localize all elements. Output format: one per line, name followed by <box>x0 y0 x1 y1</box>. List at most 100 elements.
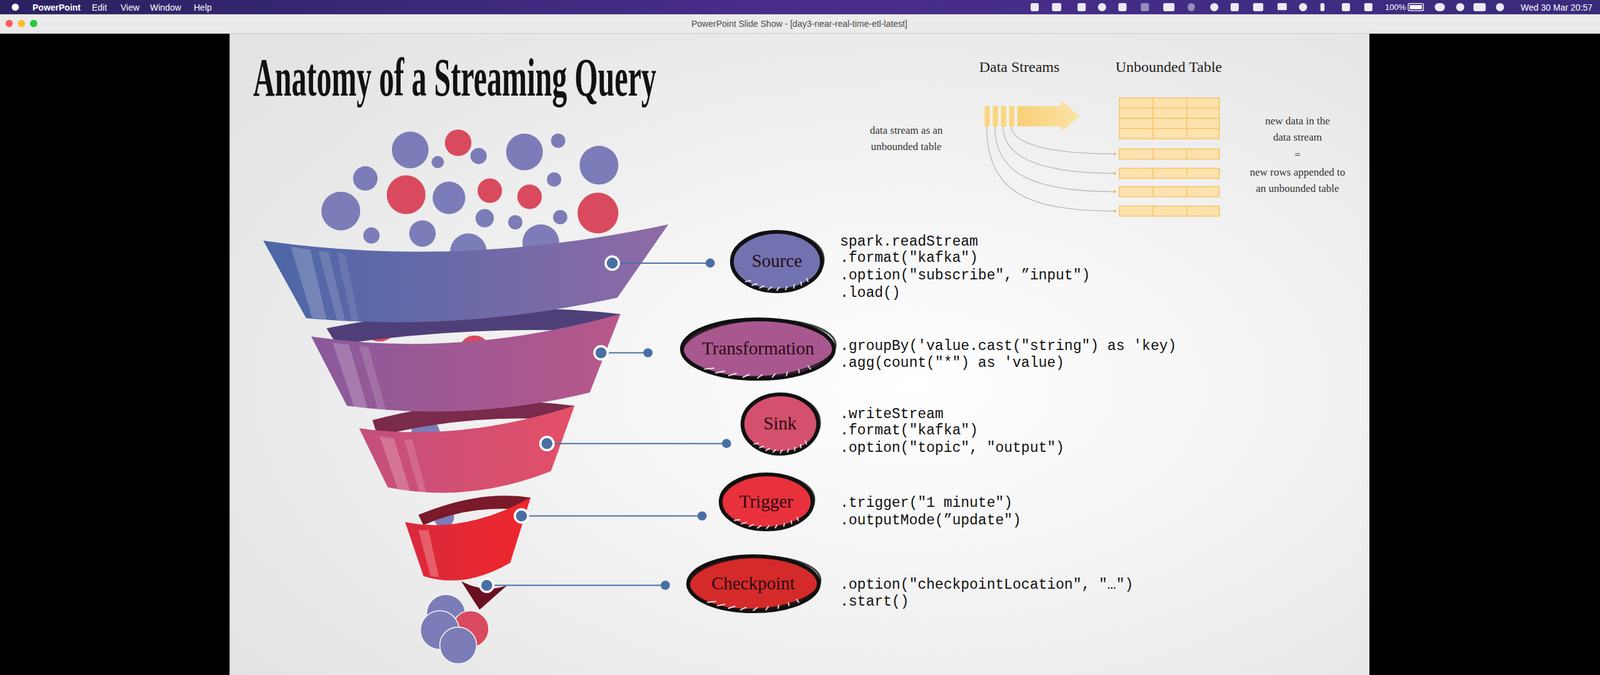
status-icons-part <box>1435 3 1445 12</box>
blob-label: Sink <box>739 391 822 457</box>
node-text: Trigger <box>739 491 794 512</box>
code-line: spark.readStream <box>840 233 979 250</box>
blob-scratch <box>753 442 759 444</box>
blob-scratch <box>767 286 772 290</box>
leader-dots-part <box>660 580 670 590</box>
blob-scratch <box>796 598 799 603</box>
status-icons-part <box>1253 3 1264 12</box>
unbounded-table-graphic-part <box>1186 148 1187 159</box>
unbounded-table-graphic-part <box>1119 186 1220 197</box>
blob-scratch <box>758 445 764 448</box>
status-icons-part <box>1163 3 1175 12</box>
blob-label: Source <box>728 228 825 295</box>
section-heading: Data Streams <box>979 58 1060 77</box>
bubbles-part <box>475 208 494 227</box>
status-icons-part <box>1140 3 1149 12</box>
status-icons-part <box>1364 3 1373 12</box>
code-line: .trigger("1 minute") <box>840 495 1013 512</box>
unbounded-table-graphic-part <box>1186 186 1187 197</box>
bubbles-part <box>551 133 566 149</box>
blob-scratch <box>772 373 776 377</box>
note-text: unbounded table <box>871 140 942 154</box>
node-text: Sink <box>763 413 797 434</box>
title-bar-bg <box>0 14 1600 34</box>
slide-title: Anatomy of a Streaming Query <box>253 50 657 105</box>
data-stream-graphic-part <box>993 106 999 127</box>
menu-item: View <box>120 2 140 13</box>
code-line: .format("kafka") <box>840 422 979 439</box>
leader-lines-part <box>486 584 666 586</box>
band-highlight <box>404 439 427 494</box>
menu-item: Help <box>193 2 212 13</box>
data-stream-graphic-part-part <box>995 126 1117 192</box>
blob-scratch <box>772 449 777 453</box>
menu-item: Window <box>150 2 182 13</box>
node-text: Checkpoint <box>711 573 795 594</box>
minimize-button <box>17 20 25 28</box>
leader-dots-part <box>697 511 707 521</box>
blob-scratch <box>776 286 780 291</box>
menu-item: PowerPoint <box>32 2 81 13</box>
data-stream-graphic-part-part <box>1011 126 1117 154</box>
status-icons-part <box>1098 3 1107 12</box>
blob-scratch <box>740 522 747 525</box>
data-stream-graphic <box>985 101 1117 212</box>
unbounded-table-graphic-part <box>1119 168 1220 179</box>
leader-rings-part <box>594 346 608 360</box>
blob-brush <box>686 553 822 613</box>
note-text: new rows appended to <box>1250 166 1346 179</box>
blob-scratch <box>779 449 782 454</box>
bubbles-part <box>391 131 429 169</box>
unbounded-table-graphic-part <box>1119 148 1220 159</box>
blob-scratch <box>798 368 800 374</box>
blob-scratch <box>785 285 787 290</box>
unbounded-table-graphic-part <box>1186 98 1187 139</box>
band-highlight <box>359 345 386 410</box>
battery-icon-part <box>1410 5 1423 10</box>
note-text: an unbounded table <box>1255 182 1339 195</box>
bubbles-part <box>386 175 426 215</box>
leader-rings <box>480 256 619 592</box>
close-button <box>5 20 14 28</box>
blob-scratch <box>728 373 738 376</box>
note-text: new data in the <box>1265 115 1330 128</box>
blob-brush <box>741 392 822 454</box>
leader-rings-part <box>515 509 529 523</box>
data-stream-graphic-part <box>1009 106 1015 127</box>
unbounded-table-graphic <box>1119 98 1220 217</box>
funnel-illustration <box>263 129 669 664</box>
battery-icon <box>1408 3 1424 11</box>
blob-scratch <box>800 281 802 286</box>
blob-scratch <box>775 524 777 529</box>
blob-scratch <box>799 443 802 449</box>
blob-scratch <box>757 374 763 379</box>
data-stream-graphic-part <box>986 126 1117 211</box>
blob-brush <box>719 472 815 530</box>
clock: Wed 30 Mar 20:57 <box>1520 2 1593 13</box>
battery-percent: 100% <box>1385 3 1406 13</box>
unbounded-table-graphic-part <box>1152 168 1154 179</box>
blob-scratch <box>788 602 789 607</box>
blob-scratch <box>745 280 752 282</box>
data-stream-graphic-part <box>985 106 990 127</box>
bubbles-part <box>517 184 542 209</box>
blob-scratch <box>805 440 807 444</box>
unbounded-table-graphic-part <box>1152 206 1154 217</box>
bubbles-part <box>409 220 436 247</box>
band-highlight <box>336 253 360 322</box>
blob-scratch <box>742 374 750 378</box>
bubbles-part <box>477 178 502 203</box>
node-text: Transformation <box>701 338 814 359</box>
status-icons-part <box>1210 3 1219 12</box>
blob-scratch <box>733 519 740 521</box>
leader-lines-part <box>612 262 711 264</box>
bubbles-part <box>440 626 477 664</box>
window-title: PowerPoint Slide Show - [day3-near-real-… <box>691 18 907 29</box>
code-line: .format("kafka") <box>840 250 979 267</box>
blob-scratch <box>727 606 735 609</box>
leader-dots-part <box>643 348 653 358</box>
apple-icon <box>11 3 19 11</box>
unbounded-table-graphic-part <box>1152 98 1154 139</box>
blob-scratch <box>783 523 784 527</box>
